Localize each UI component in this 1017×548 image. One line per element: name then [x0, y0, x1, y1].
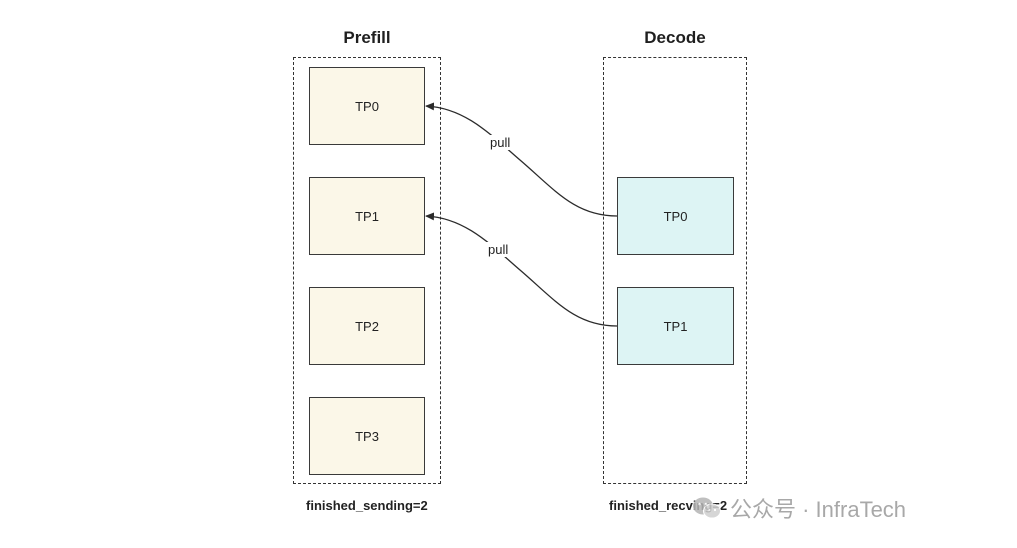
- decode-box-tp1: TP1: [617, 287, 734, 365]
- decode-box-label: TP0: [663, 208, 688, 224]
- prefill-caption: finished_sending=2: [306, 498, 428, 513]
- prefill-box-tp2: TP2: [309, 287, 425, 365]
- prefill-box-tp0: TP0: [309, 67, 425, 145]
- prefill-box-label: TP1: [355, 208, 379, 224]
- watermark-text: 公众号 · InfraTech: [730, 497, 907, 522]
- decode-box-tp0: TP0: [617, 177, 734, 255]
- prefill-group: [293, 57, 441, 484]
- prefill-box-label: TP0: [355, 98, 379, 114]
- watermark: 公众号 · InfraTech: [692, 492, 906, 524]
- prefill-title: Prefill: [343, 28, 391, 47]
- pull-arrow-tp0: [425, 102, 618, 217]
- prefill-box-tp3: TP3: [309, 397, 425, 475]
- pull-arrow-tp1: [425, 212, 618, 327]
- decode-group: [603, 57, 747, 484]
- edge-label-pull: pull: [488, 135, 513, 150]
- prefill-box-label: TP3: [355, 428, 379, 444]
- wechat-icon: [693, 497, 721, 519]
- prefill-box-tp1: TP1: [309, 177, 425, 255]
- edge-label-pull: pull: [486, 242, 511, 257]
- prefill-box-label: TP2: [355, 318, 379, 334]
- decode-title: Decode: [644, 28, 706, 47]
- decode-box-label: TP1: [663, 318, 688, 334]
